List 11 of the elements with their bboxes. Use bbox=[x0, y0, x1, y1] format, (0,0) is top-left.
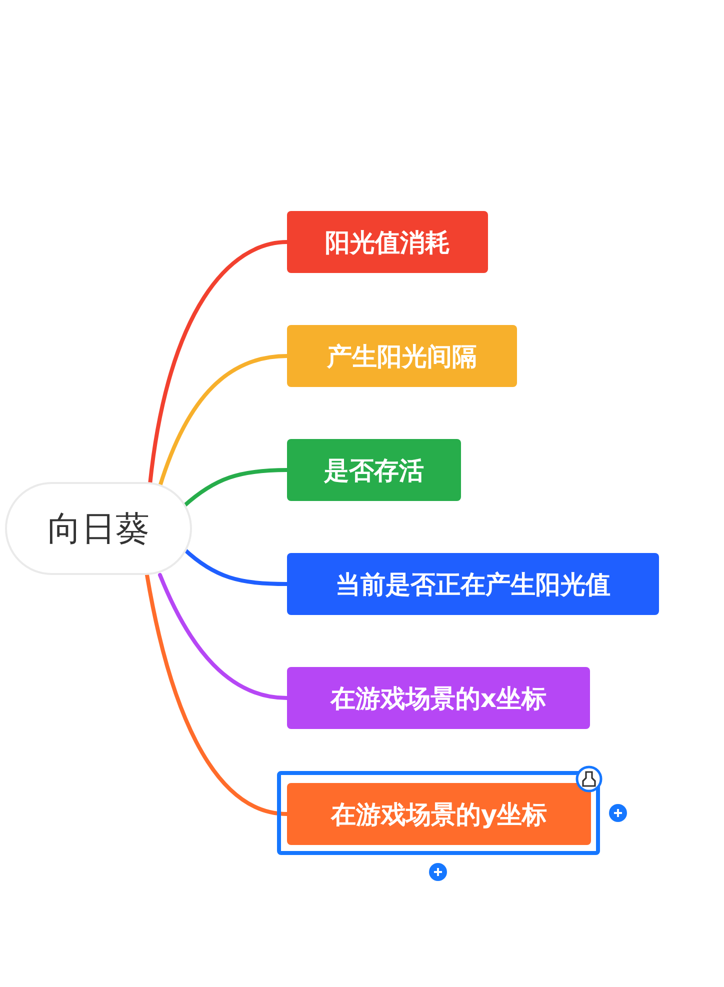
subtopic-box: 是否存活 bbox=[287, 439, 461, 501]
subtopic-box: 在游戏场景的y坐标 bbox=[287, 783, 591, 845]
branch-line bbox=[182, 468, 289, 508]
subtopic-box: 产生阳光间隔 bbox=[287, 325, 517, 387]
branch-line bbox=[158, 354, 289, 488]
topic-bubble: 向日葵 bbox=[5, 482, 192, 575]
subtopic-box: 当前是否正在产生阳光值 bbox=[287, 553, 659, 615]
subtopic-box: 在游戏场景的x坐标 bbox=[287, 667, 590, 729]
subtopic-box: 阳光值消耗 bbox=[287, 211, 488, 273]
branch-line bbox=[158, 573, 289, 700]
branch-line bbox=[145, 573, 289, 816]
